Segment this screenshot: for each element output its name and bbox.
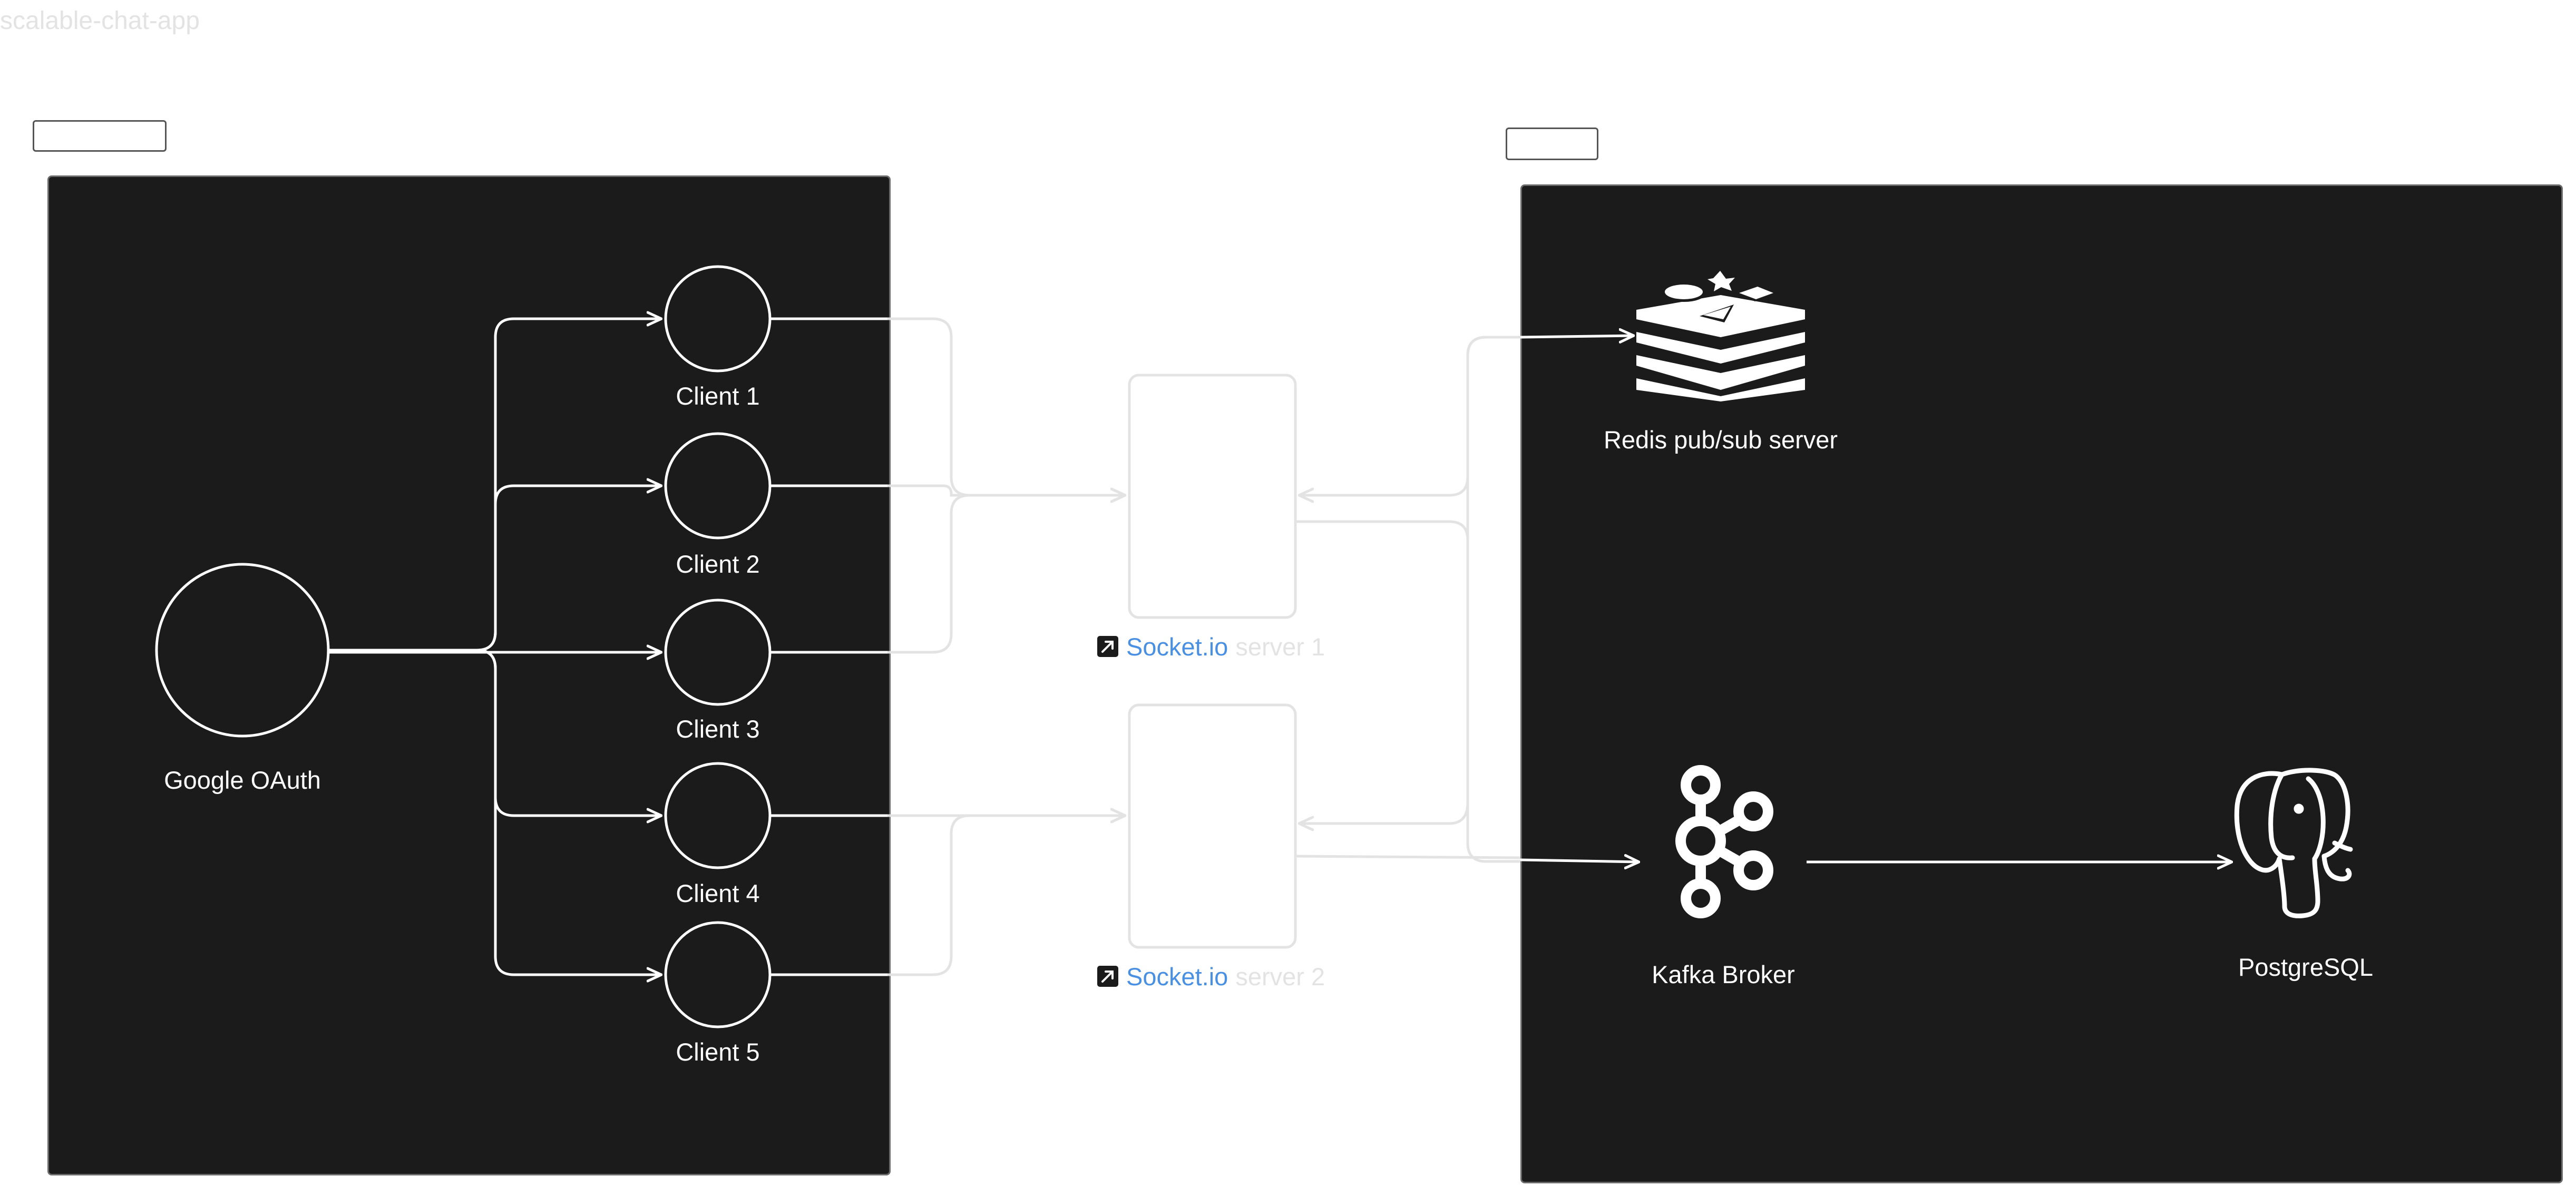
server-1-name: server 1	[1235, 633, 1325, 661]
arrow-up-right-icon-glyph	[1101, 970, 1114, 983]
client-to-server-connectors-outside	[887, 317, 1125, 976]
oauth-to-client-5-arrow	[329, 649, 661, 975]
right-frame-tag[interactable]	[1506, 128, 1598, 160]
client-zone-panel	[47, 175, 891, 1175]
oauth-to-client-2-arrow	[329, 486, 661, 652]
client-5-to-server-2-arrow	[887, 816, 1125, 976]
client-1-node[interactable]	[664, 265, 772, 372]
server-2-name: server 2	[1235, 963, 1325, 991]
client-1-label: Client 1	[676, 382, 759, 410]
client-3-to-server-1-arrow	[887, 495, 1125, 654]
server-backend-connectors-inside	[1520, 336, 2232, 862]
postgresql-label: PostgreSQL	[2238, 953, 2373, 981]
client-1-to-server-1-arrow	[887, 317, 1125, 495]
redis-label: Redis pub/sub server	[1604, 426, 1838, 454]
google-oauth-label: Google OAuth	[164, 766, 321, 794]
client-5-node[interactable]	[664, 921, 772, 1028]
postgresql-icon[interactable]	[2234, 768, 2353, 918]
client-2-node[interactable]	[664, 432, 772, 540]
server-backend-connectors-outside	[1295, 336, 1521, 863]
arrow-up-right-icon-glyph	[1101, 641, 1114, 653]
to-kafka-arrow	[1520, 860, 1639, 862]
socketio-server-2-node[interactable]	[1128, 703, 1297, 949]
redis-to-server-2-arrow	[1299, 336, 1520, 824]
server-2-to-kafka-line	[1295, 855, 1521, 859]
client-5-label: Client 5	[676, 1038, 759, 1066]
to-redis-arrow	[1520, 336, 1634, 337]
client-4-node[interactable]	[664, 762, 772, 869]
socketio-link-2[interactable]: Socket.io	[1126, 963, 1228, 991]
client-to-server-connectors-inside	[770, 317, 887, 976]
kafka-icon[interactable]	[1675, 765, 1773, 918]
socketio-server-1-node[interactable]	[1128, 374, 1297, 619]
client-2-to-server-1-arrow	[887, 484, 1125, 495]
client-3-label: Client 3	[676, 715, 759, 743]
client-4-label: Client 4	[676, 879, 759, 907]
oauth-to-clients-connectors	[329, 319, 661, 975]
client-2-label: Client 2	[676, 550, 759, 578]
left-frame-tag[interactable]	[33, 120, 167, 152]
redis-to-server-1-arrow	[1299, 336, 1520, 495]
google-oauth-node[interactable]	[155, 563, 330, 738]
client-3-node[interactable]	[664, 599, 772, 706]
board-title: scalable-chat-app	[0, 7, 200, 35]
socketio-link-1[interactable]: Socket.io	[1126, 633, 1228, 661]
kafka-label: Kafka Broker	[1652, 960, 1795, 988]
server-1-to-kafka-line	[1295, 520, 1520, 863]
redis-icon[interactable]	[1636, 268, 1805, 401]
